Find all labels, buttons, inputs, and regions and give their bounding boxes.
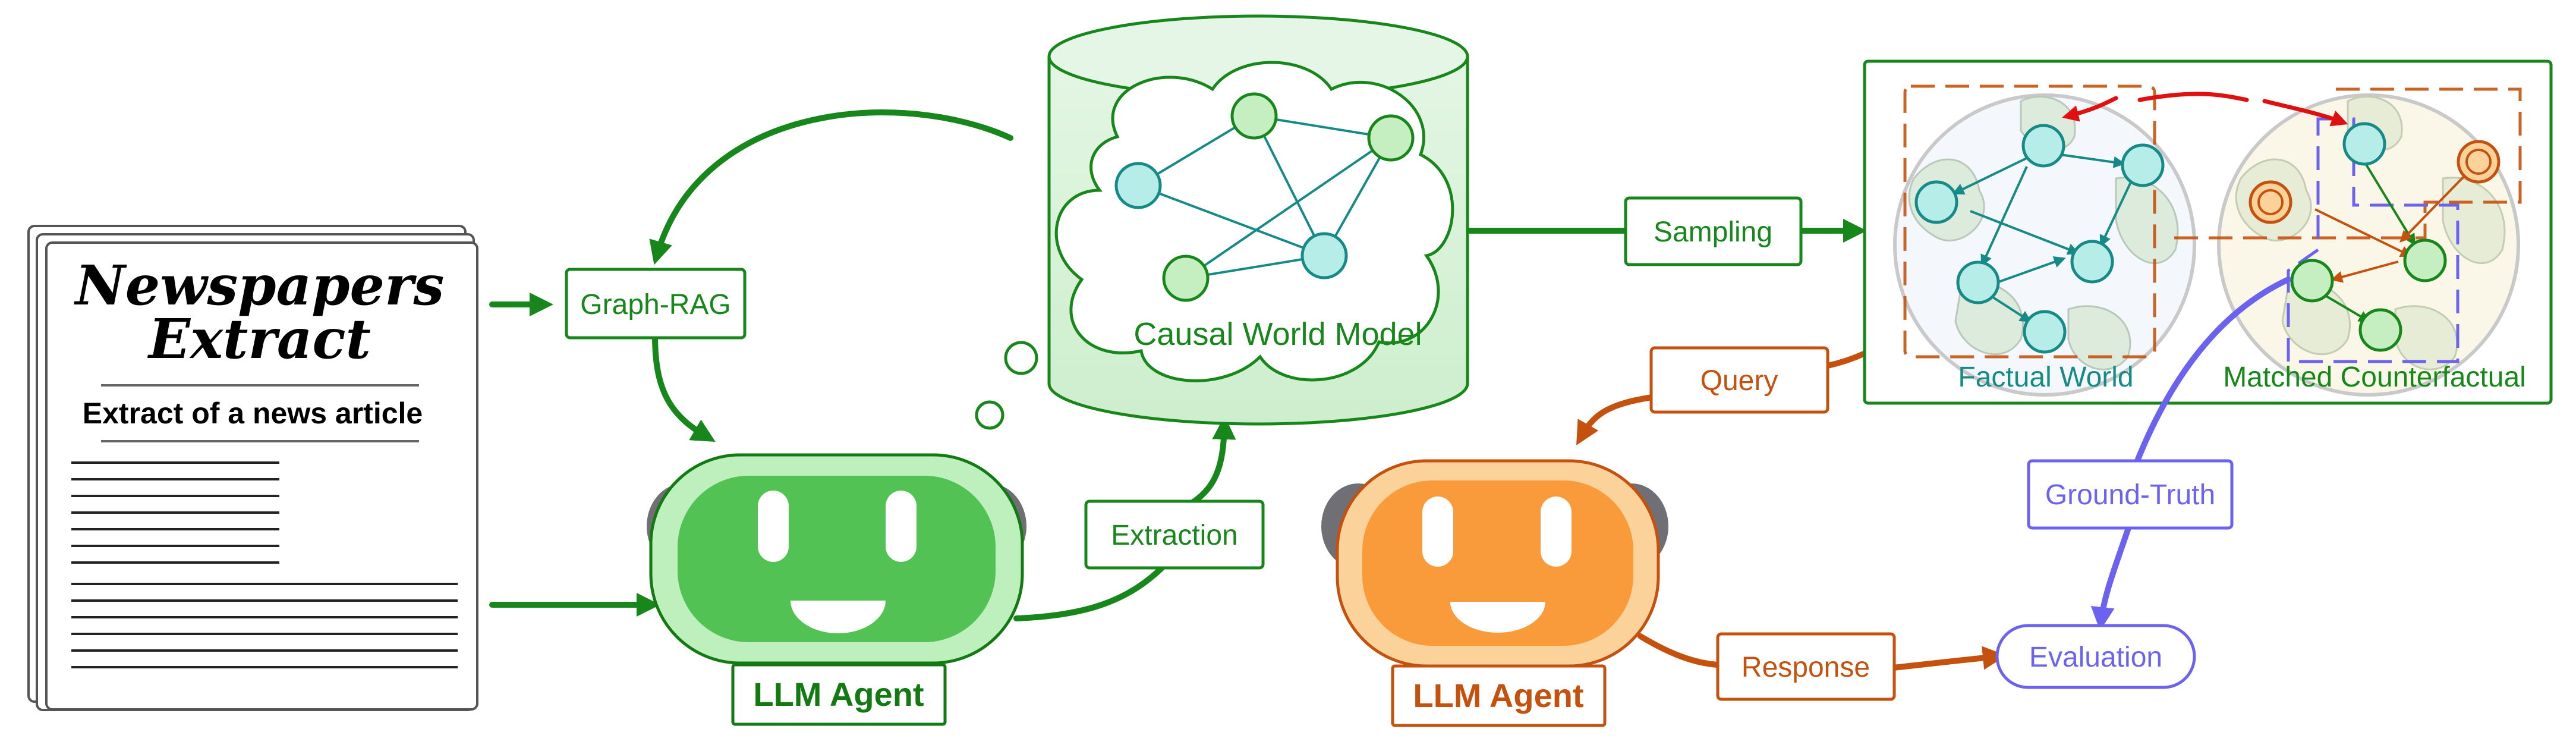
counterfactual-dashed-region-orange (2164, 87, 2522, 240)
cloud-shape (1054, 61, 1454, 382)
newspaper-text-lines-long (71, 583, 458, 668)
newspaper-text-lines-short (71, 461, 279, 564)
graph-rag-text: Graph-RAG (580, 289, 730, 321)
factual-world-text: Factual World (1958, 362, 2133, 393)
arrow-response-to-evaluation (1890, 646, 2007, 671)
counterfactual-node-3 (2290, 259, 2334, 303)
thought-bubble-large (1004, 341, 1038, 375)
thought-bubble-small (975, 400, 1004, 430)
agent-green-label: LLM Agent (753, 676, 924, 713)
evaluation-node: Evaluation (1995, 624, 2196, 689)
factual-node-1 (2021, 124, 2065, 168)
ground-truth-label: Ground-Truth (2027, 459, 2234, 530)
factual-dashed-region (1903, 84, 2156, 359)
agent-green-mouth (791, 601, 886, 633)
extraction-label: Extraction (1084, 499, 1265, 570)
counterfactual-node-intervention-1 (2457, 140, 2501, 184)
llm-agent-green: LLM Agent (647, 453, 1026, 726)
query-label: Query (1649, 346, 1829, 414)
arrow-ground-truth-to-evaluation (2090, 523, 2132, 631)
evaluation-text: Evaluation (2029, 642, 2162, 673)
counterfactual-node-2 (2403, 238, 2447, 282)
graph-rag-label: Graph-RAG (565, 268, 747, 340)
matched-counterfactual-text: Matched Counterfactual (2223, 362, 2526, 393)
newspaper-masthead-line1: Newspapers (74, 253, 445, 318)
causal-node-3 (1367, 114, 1415, 162)
llm-agent-orange: LLM Agent (1321, 459, 1668, 727)
causal-node-4 (1300, 232, 1348, 279)
agent-orange-mouth (1450, 602, 1545, 633)
ground-truth-text: Ground-Truth (2045, 479, 2215, 511)
query-text: Query (1700, 365, 1778, 397)
agent-orange-label-box (1391, 664, 1607, 727)
response-label: Response (1716, 632, 1896, 701)
agent-green-label-box (731, 663, 947, 726)
counterfactual-globe: Matched Counterfactual (2164, 87, 2526, 397)
arrow-agent-to-extraction (1013, 562, 1168, 621)
counterfactual-node-1 (2342, 122, 2386, 166)
factual-node-6 (2023, 310, 2067, 354)
factual-node-4 (2070, 240, 2114, 284)
causal-world-model-cylinder: Causal World Model (1047, 14, 1469, 426)
agent-orange-eye-right (1541, 497, 1572, 567)
agent-green-eye-right (886, 491, 917, 562)
agent-green-eye-left (758, 491, 789, 562)
factual-globe: Factual World (1893, 84, 2196, 397)
newspaper-document: Newspapers Extract Extract of a news art… (27, 225, 478, 711)
sampling-label: Sampling (1624, 196, 1803, 266)
factual-node-3 (1914, 180, 1958, 224)
arrow-agent-to-response (1637, 633, 1721, 668)
causal-node-5 (1162, 255, 1210, 302)
newspaper-masthead-line2: Extract (147, 307, 371, 371)
counterfactual-dashed-region-purple (2287, 117, 2460, 363)
arrow-counterfactual-to-ground-truth (2131, 277, 2291, 473)
factual-node-5 (1956, 260, 2000, 304)
counterfactual-node-4 (2358, 308, 2402, 352)
agent-orange-eye-left (1422, 497, 1453, 567)
response-text: Response (1742, 652, 1870, 683)
counterfactual-node-intervention-2 (2249, 180, 2292, 224)
matching-arrows (2062, 92, 2348, 127)
world-sampling-panel: Factual World (1863, 59, 2553, 405)
factual-node-2 (2121, 143, 2165, 187)
causal-node-1 (1114, 162, 1162, 209)
sampling-text: Sampling (1654, 216, 1772, 248)
arrow-graph-rag-to-agent (652, 333, 716, 442)
causal-node-2 (1230, 92, 1278, 140)
newspaper-subtitle: Extract of a news article (83, 397, 423, 430)
agent-orange-label: LLM Agent (1413, 677, 1583, 714)
arrow-query-to-agent (1576, 394, 1655, 445)
extraction-text: Extraction (1111, 520, 1237, 551)
arrow-cylinder-to-graph-rag (649, 109, 1013, 265)
causal-world-model-text: Causal World Model (1133, 316, 1422, 352)
